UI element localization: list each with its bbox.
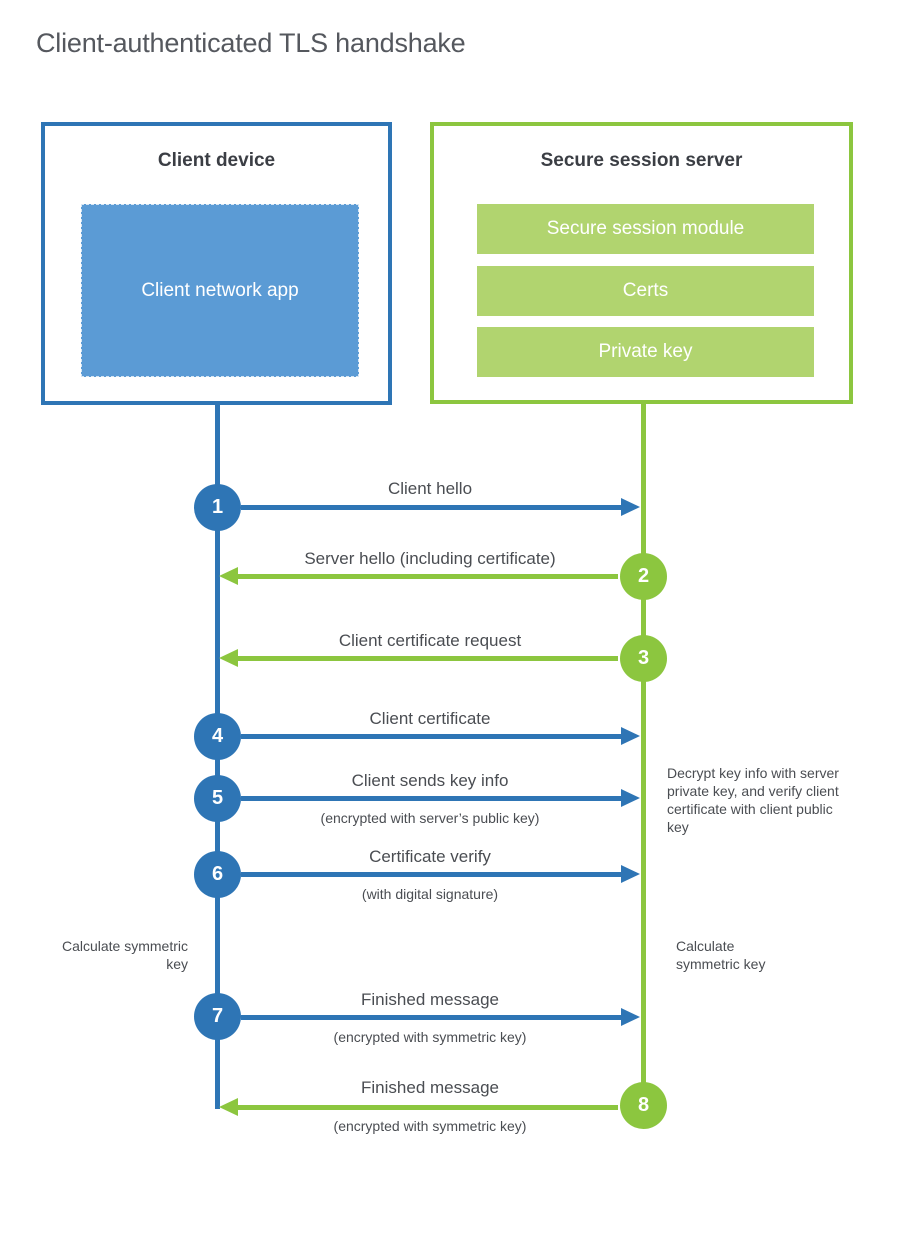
message-sublabel-6: (with digital signature) xyxy=(361,886,499,902)
arrow-right-icon xyxy=(241,1008,640,1026)
message-label-6: Certificate verify xyxy=(369,847,491,866)
secure-session-server-box: Secure session server Secure session mod… xyxy=(430,122,853,404)
message-label-5: Client sends key info xyxy=(351,771,509,790)
message-label-1: Client hello xyxy=(387,479,473,498)
message-sublabel-5: (encrypted with server’s public key) xyxy=(320,810,540,826)
step-circle-1: 1 xyxy=(194,484,241,531)
decrypt-note: Decrypt key info with server private key… xyxy=(667,765,839,835)
page-title: Client-authenticated TLS handshake xyxy=(36,28,466,58)
arrow-right-icon xyxy=(241,789,640,807)
secure-session-module-bar: Secure session module xyxy=(477,204,814,254)
step-circle-7: 7 xyxy=(194,993,241,1040)
calculate-symmetric-key-left: Calculate symmetric key xyxy=(61,938,188,972)
client-network-app-box: Client network app xyxy=(81,204,359,377)
arrow-right-icon xyxy=(241,865,640,883)
certs-bar: Certs xyxy=(477,266,814,316)
arrow-right-icon xyxy=(241,727,640,745)
calculate-symmetric-key-right: Calculate symmetric key xyxy=(676,938,766,972)
secure-session-server-heading: Secure session server xyxy=(540,150,743,171)
step-circle-6: 6 xyxy=(194,851,241,898)
message-label-7: Finished message xyxy=(361,990,499,1009)
arrow-left-icon xyxy=(219,567,618,585)
step-circle-4: 4 xyxy=(194,713,241,760)
arrow-left-icon xyxy=(219,1098,618,1116)
step-circle-3: 3 xyxy=(620,635,667,682)
message-label-3: Client certificate request xyxy=(338,631,522,650)
private-key-bar: Private key xyxy=(477,327,814,377)
step-circle-2: 2 xyxy=(620,553,667,600)
step-circle-5: 5 xyxy=(194,775,241,822)
message-sublabel-7: (encrypted with symmetric key) xyxy=(333,1029,527,1045)
step-circle-8: 8 xyxy=(620,1082,667,1129)
arrow-left-icon xyxy=(219,649,618,667)
client-network-app-label: Client network app xyxy=(141,279,299,301)
client-device-box: Client device Client network app xyxy=(41,122,392,405)
server-lifeline xyxy=(641,404,646,1105)
message-label-8: Finished message xyxy=(361,1078,499,1097)
message-sublabel-8: (encrypted with symmetric key) xyxy=(333,1118,527,1134)
client-device-heading: Client device xyxy=(157,150,276,171)
message-label-2: Server hello (including certificate) xyxy=(304,549,556,568)
message-label-4: Client certificate xyxy=(369,709,491,728)
arrow-right-icon xyxy=(241,498,640,516)
